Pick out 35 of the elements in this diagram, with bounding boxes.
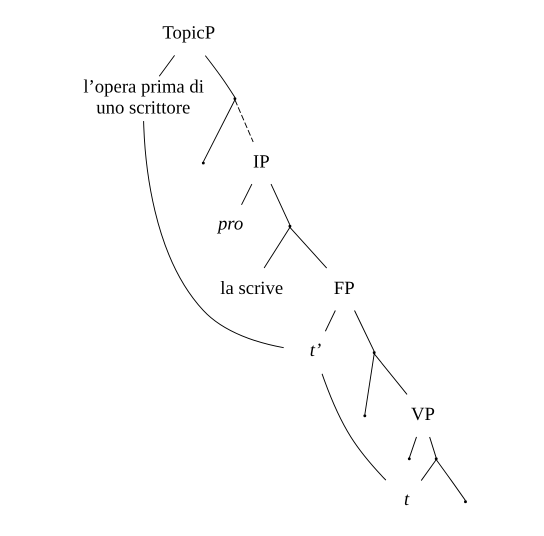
- connector: [321, 373, 386, 481]
- node-point: [201, 162, 204, 164]
- node-text: t’: [309, 340, 321, 361]
- connector: [202, 100, 235, 162]
- connector: [408, 436, 416, 458]
- connector: [204, 55, 235, 98]
- node-point: [362, 414, 366, 418]
- node-point: [233, 97, 236, 100]
- connector: [324, 310, 336, 332]
- connector: [142, 120, 284, 348]
- node-text: pro: [217, 213, 243, 234]
- node-point: [407, 457, 410, 460]
- connector: [435, 459, 466, 501]
- connector: [289, 227, 327, 268]
- connector: [158, 54, 175, 77]
- node-point: [464, 500, 466, 504]
- node-text: la scrive: [220, 278, 283, 299]
- connector: [420, 459, 436, 482]
- node-text: FP: [333, 278, 354, 299]
- node-text: IP: [252, 151, 270, 172]
- connector: [234, 100, 254, 142]
- node-text: t: [404, 489, 409, 510]
- connector: [270, 184, 290, 226]
- connector: [364, 353, 374, 415]
- connector: [428, 436, 436, 458]
- node-point: [434, 457, 438, 460]
- node-text: TopicP: [162, 22, 215, 44]
- connector: [263, 227, 290, 268]
- connector: [354, 310, 374, 352]
- node-point: [372, 351, 376, 354]
- connector: [373, 353, 407, 395]
- connector: [240, 184, 252, 206]
- node-text: l’opera prima di uno scrittore: [82, 76, 204, 119]
- node-point: [288, 224, 291, 228]
- node-text: VP: [410, 404, 434, 426]
